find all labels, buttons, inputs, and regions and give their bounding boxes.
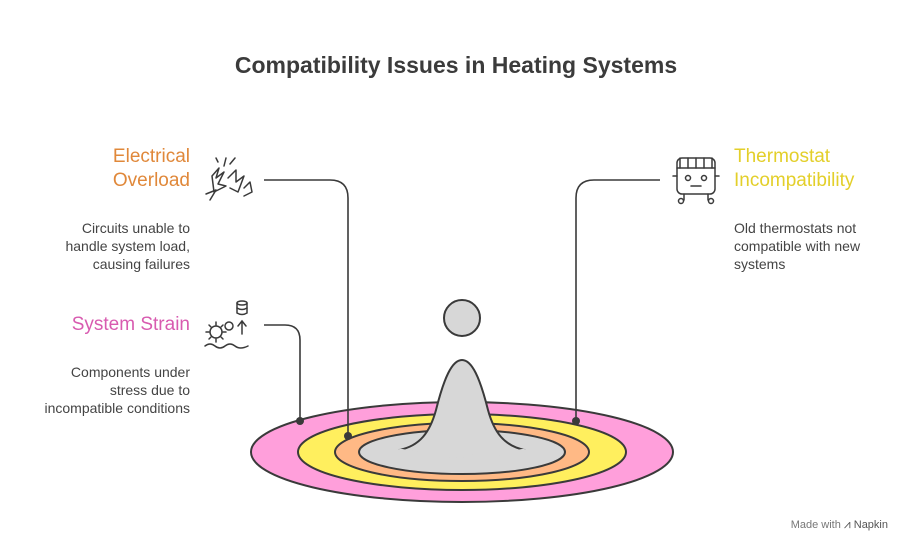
thermostat-incompatibility-description: Old thermostats not compatible with new … (734, 219, 860, 273)
heading-line: System Strain (71, 314, 190, 335)
electric-spark-icon (205, 157, 253, 201)
napkin-logo-icon: ⩘ (843, 517, 851, 531)
diagram-title: Compatibility Issues in Heating Systems (234, 52, 678, 78)
footer-brand: Napkin (853, 519, 888, 531)
thermostat-incompatibility-connector (575, 179, 660, 420)
heading-line: Overload (112, 170, 190, 191)
floating-ball (443, 299, 481, 337)
center-peak (398, 358, 526, 451)
system-strain-heading: System Strain (72, 313, 190, 337)
gear-stress-icon (204, 300, 249, 349)
system-strain-description: Components under stress due to incompati… (44, 363, 190, 417)
heading-line: Electrical (112, 146, 190, 167)
description-line: Old thermostats not (734, 220, 857, 236)
robot-face-icon (672, 157, 720, 205)
thermostat-incompatibility-heading: Thermostat Incompatibility (734, 145, 854, 193)
footer-credit: Made with ⩘ Napkin (791, 517, 888, 532)
footer-prefix: Made with (790, 519, 841, 531)
electrical-overload-heading: Electrical Overload (113, 145, 190, 193)
description-line: incompatible conditions (44, 400, 190, 416)
description-line: stress due to (109, 382, 190, 398)
electrical-overload-connector (264, 179, 349, 435)
heading-line: Thermostat (734, 146, 831, 167)
center-peak-base (398, 448, 526, 458)
description-line: Components under (70, 364, 190, 380)
system-strain-connector (264, 324, 301, 420)
description-line: systems (734, 256, 786, 272)
description-line: compatible with new (734, 238, 861, 254)
description-line: causing failures (92, 256, 190, 272)
heading-line: Incompatibility (734, 170, 855, 191)
electrical-overload-dot (344, 432, 352, 440)
electrical-overload-description: Circuits unable to handle system load, c… (65, 219, 190, 273)
thermostat-incompatibility-dot (572, 417, 580, 425)
description-line: Circuits unable to (81, 220, 190, 236)
system-strain-dot (296, 417, 304, 425)
description-line: handle system load, (65, 238, 190, 254)
